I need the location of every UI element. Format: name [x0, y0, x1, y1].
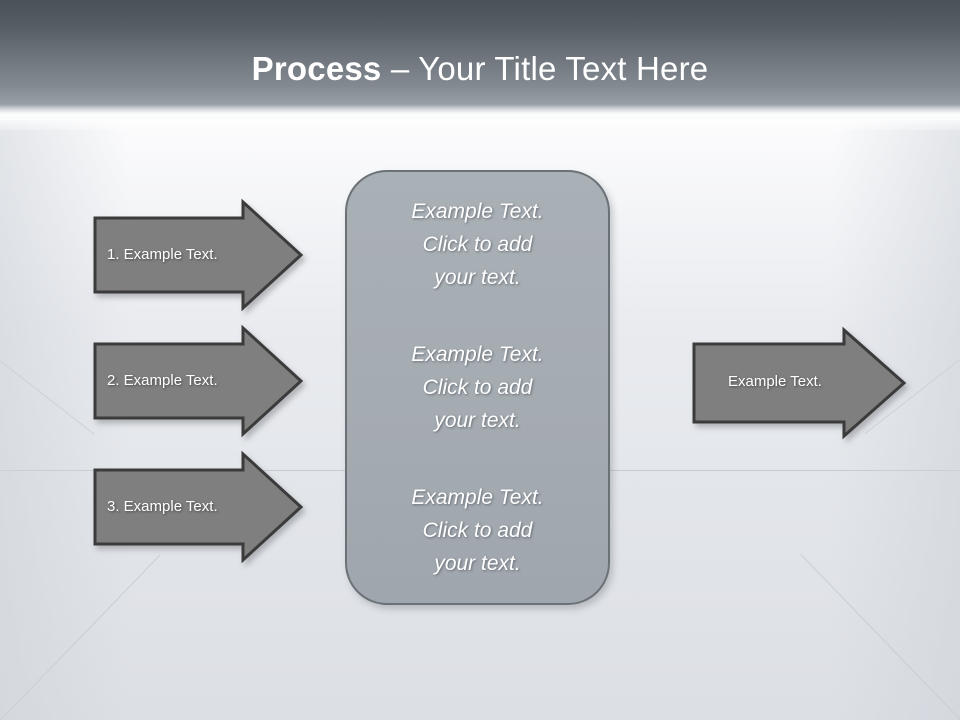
arrow-right-icon	[93, 450, 304, 564]
process-box-paragraph-3: Example Text. Click to add your text.	[411, 486, 544, 575]
input-arrow-3[interactable]: 3. Example Text.	[93, 450, 304, 564]
input-arrow-2[interactable]: 2. Example Text.	[93, 324, 304, 438]
process-box[interactable]: Example Text. Click to add your text. Ex…	[345, 170, 610, 605]
arrow-right-icon	[692, 326, 907, 440]
page-title: Process – Your Title Text Here	[0, 49, 960, 89]
title-band	[0, 0, 960, 120]
process-box-paragraph-2: Example Text. Click to add your text.	[411, 343, 544, 432]
input-arrow-1[interactable]: 1. Example Text.	[93, 198, 304, 312]
arrow-right-icon	[93, 324, 304, 438]
page-title-rest: – Your Title Text Here	[381, 50, 709, 87]
output-arrow[interactable]: Example Text.	[692, 326, 907, 440]
arrow-right-icon	[93, 198, 304, 312]
page-title-strong: Process	[251, 50, 382, 87]
process-box-paragraph-1: Example Text. Click to add your text.	[411, 200, 544, 289]
